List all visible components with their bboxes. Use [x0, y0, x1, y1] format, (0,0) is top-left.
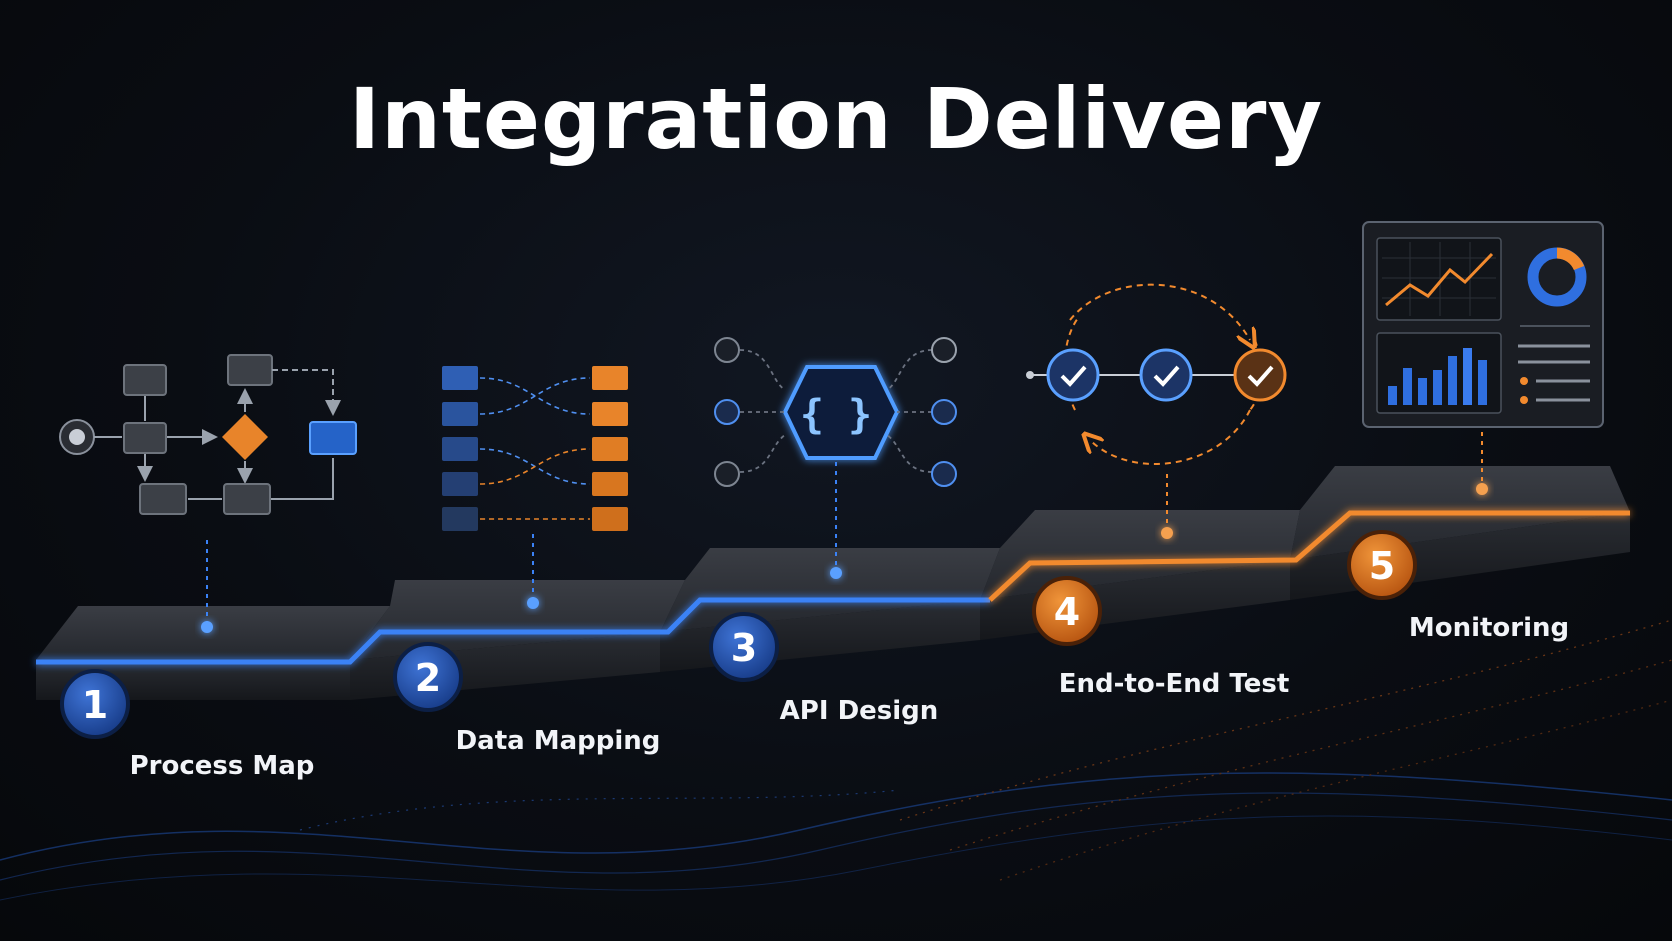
api-braces-icon: { } — [714, 337, 957, 579]
step-badge-1: 1 — [60, 669, 130, 739]
step-number: 4 — [1054, 590, 1080, 634]
data-mapping-icon — [442, 366, 628, 609]
step-badge-3: 3 — [709, 612, 779, 682]
page-title: Integration Delivery — [348, 70, 1324, 168]
step-label-process-map: Process Map — [130, 751, 315, 781]
step-badge-5: 5 — [1347, 530, 1417, 600]
dashboard-icon — [1362, 221, 1604, 495]
step-label-end-to-end-test: End-to-End Test — [1059, 669, 1290, 699]
step-number: 5 — [1369, 544, 1395, 588]
step-label-data-mapping: Data Mapping — [456, 726, 661, 756]
flowchart-icon — [59, 354, 357, 633]
api-braces-glyph: { } — [800, 392, 872, 438]
step-badge-4: 4 — [1032, 576, 1102, 646]
step-badge-2: 2 — [393, 642, 463, 712]
test-cycle-icon — [1026, 283, 1287, 539]
step-label-api-design: API Design — [780, 696, 939, 726]
orange-edge-light — [988, 510, 1630, 602]
background-wave — [0, 619, 1672, 901]
blue-edge-light — [36, 597, 990, 665]
step-number: 2 — [415, 656, 441, 700]
step-number: 3 — [731, 626, 757, 670]
step-number: 1 — [82, 683, 108, 727]
step-label-monitoring: Monitoring — [1409, 613, 1569, 643]
